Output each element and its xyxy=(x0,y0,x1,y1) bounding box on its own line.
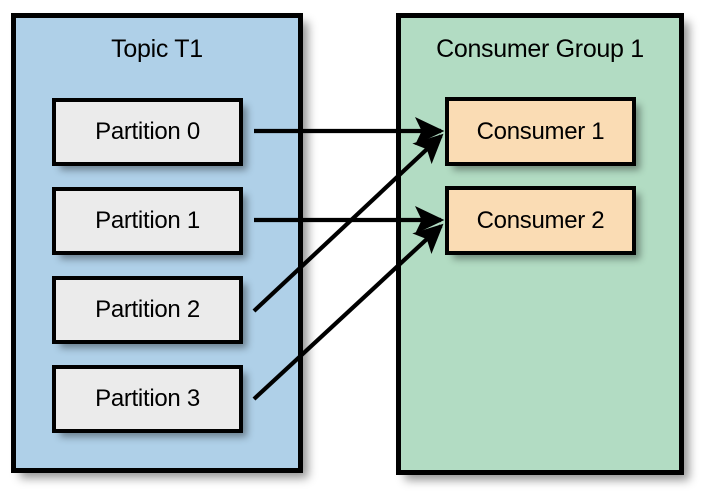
partition-3-label: Partition 3 xyxy=(95,385,200,412)
partition-1-label: Partition 1 xyxy=(95,207,200,234)
partition-2-box: Partition 2 xyxy=(52,276,243,344)
consumer-1-box: Consumer 1 xyxy=(445,97,636,166)
consumer-2-label: Consumer 2 xyxy=(476,206,605,234)
partition-1-box: Partition 1 xyxy=(52,187,243,255)
consumer-2-box: Consumer 2 xyxy=(445,186,636,255)
partition-0-box: Partition 0 xyxy=(52,98,243,166)
partition-0-label: Partition 0 xyxy=(95,118,200,145)
consumer-group-panel-title: Consumer Group 1 xyxy=(436,35,644,63)
topic-panel-title: Topic T1 xyxy=(111,35,203,63)
partition-2-label: Partition 2 xyxy=(95,296,200,323)
partition-3-box: Partition 3 xyxy=(52,365,243,433)
consumer-1-label: Consumer 1 xyxy=(476,117,605,145)
